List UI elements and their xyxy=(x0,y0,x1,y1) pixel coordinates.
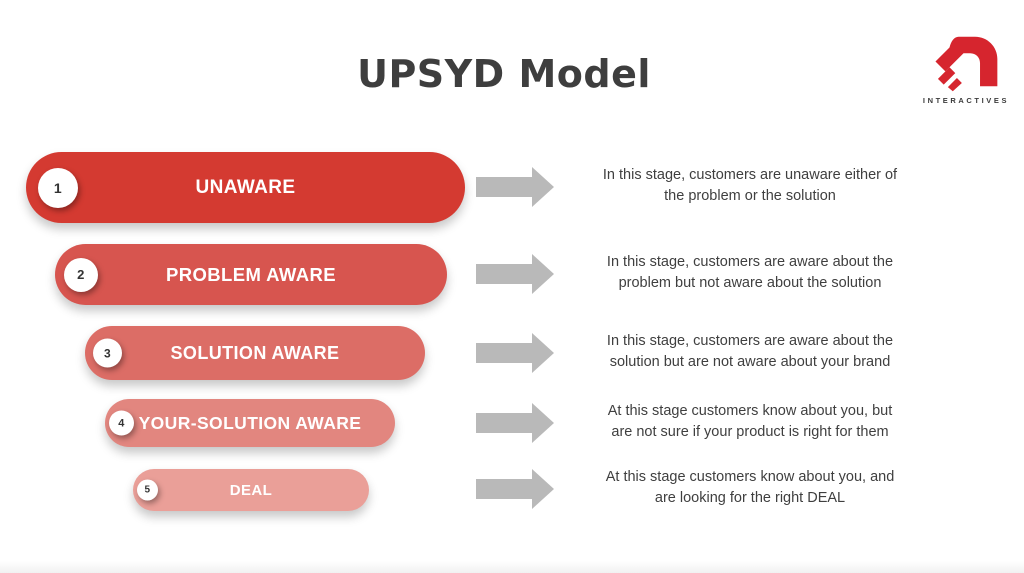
description-line: In this stage, customers are aware about… xyxy=(606,333,894,349)
stage-label: YOUR-SOLUTION AWARE xyxy=(138,412,362,433)
stage-number-badge: 3 xyxy=(93,338,122,368)
stage-pill-problem-aware: 2 PROBLEM AWARE xyxy=(55,244,447,305)
right-arrow-icon xyxy=(476,469,554,509)
stage-number-badge: 5 xyxy=(137,479,158,501)
stage-description: At this stage customers know about you, … xyxy=(555,401,945,443)
stage-label: UNAWARE xyxy=(195,176,296,198)
description-line: are not sure if your product is right fo… xyxy=(611,424,889,440)
page-title: UPSYD Model xyxy=(357,52,651,96)
slide-bottom-edge xyxy=(0,561,1024,573)
stage-description: In this stage, customers are unaware eit… xyxy=(555,165,945,207)
stage-label: DEAL xyxy=(229,481,273,499)
description-line: In this stage, customers are aware about… xyxy=(606,254,894,270)
description-line: are looking for the right DEAL xyxy=(654,490,846,506)
stage-number-badge: 1 xyxy=(38,167,78,208)
stage-pill-deal: 5 DEAL xyxy=(133,469,369,511)
stage-number-badge: 2 xyxy=(64,257,98,292)
right-arrow-icon xyxy=(476,333,554,373)
description-line: In this stage, customers are unaware eit… xyxy=(602,167,898,183)
stage-label: PROBLEM AWARE xyxy=(166,263,336,285)
stage-pill-your-solution-aware: 4 YOUR-SOLUTION AWARE xyxy=(105,399,395,447)
stage-pill-unaware: 1 UNAWARE xyxy=(26,152,465,223)
description-line: At this stage customers know about you, … xyxy=(607,403,893,419)
stage-number-badge: 4 xyxy=(109,410,134,436)
right-arrow-icon xyxy=(476,167,554,207)
stage-pill-solution-aware: 3 SOLUTION AWARE xyxy=(85,326,425,380)
stage-description: In this stage, customers are aware about… xyxy=(555,252,945,294)
description-line: problem but not aware about the solution xyxy=(618,275,882,291)
description-line: At this stage customers know about you, … xyxy=(605,469,895,485)
description-line: the problem or the solution xyxy=(664,188,836,204)
brand-logo: INTERACTIVES xyxy=(918,36,1014,105)
brand-name: INTERACTIVES xyxy=(922,96,1010,105)
right-arrow-icon xyxy=(476,403,554,443)
stage-label: SOLUTION AWARE xyxy=(170,342,340,363)
stage-description: At this stage customers know about you, … xyxy=(555,467,945,509)
stage-description: In this stage, customers are aware about… xyxy=(555,331,945,373)
description-line: solution but are not aware about your br… xyxy=(609,354,891,370)
r-logo-icon xyxy=(935,36,998,92)
right-arrow-icon xyxy=(476,254,554,294)
